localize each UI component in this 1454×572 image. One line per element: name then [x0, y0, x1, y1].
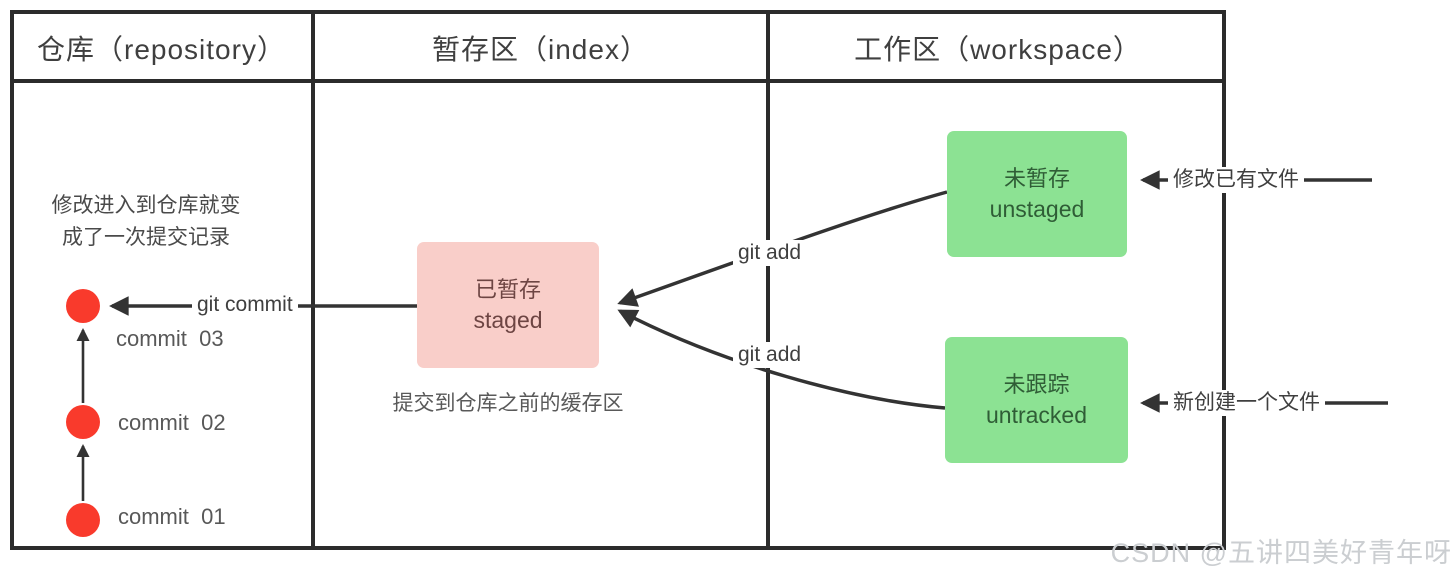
- unstaged-box: 未暂存 unstaged: [947, 131, 1127, 257]
- column-header-repository: 仓库（repository）: [37, 34, 286, 65]
- commit-01-dot: [66, 503, 100, 537]
- repository-note-line2: 成了一次提交记录: [62, 226, 230, 249]
- git-add-lower-label: git add: [733, 342, 807, 368]
- untracked-box: 未跟踪 untracked: [945, 337, 1128, 463]
- staged-box-subtitle: staged: [473, 307, 543, 333]
- column-header-index: 暂存区（index）: [432, 34, 649, 65]
- staged-box: 已暂存 staged: [417, 242, 599, 368]
- column-divider-repository-index: [311, 10, 315, 550]
- staged-box-title: 已暂存: [474, 277, 541, 302]
- column-header-workspace: 工作区（workspace）: [854, 34, 1142, 65]
- git-commit-label: git commit: [192, 292, 298, 318]
- create-new-file-label: 新创建一个文件: [1168, 390, 1325, 416]
- table-outer-border: [10, 10, 1226, 550]
- untracked-box-title: 未跟踪: [1003, 372, 1070, 397]
- staged-caption: 提交到仓库之前的缓存区: [392, 392, 624, 415]
- unstaged-box-subtitle: unstaged: [989, 196, 1085, 222]
- unstaged-box-title: 未暂存: [1003, 166, 1070, 191]
- commit-01-label: commit 01: [118, 504, 226, 529]
- csdn-watermark: CSDN @五讲四美好青年呀: [1110, 538, 1452, 568]
- modify-existing-file-label: 修改已有文件: [1168, 167, 1304, 193]
- commit-03-label: commit 03: [116, 326, 224, 351]
- repository-note-line1: 修改进入到仓库就变: [51, 194, 241, 217]
- untracked-box-subtitle: untracked: [985, 402, 1087, 428]
- git-add-upper-label: git add: [733, 240, 807, 266]
- header-divider-line: [10, 79, 1226, 83]
- commit-02-label: commit 02: [118, 410, 226, 435]
- commit-03-dot: [66, 289, 100, 323]
- commit-02-dot: [66, 405, 100, 439]
- repository-note: 修改进入到仓库就变 成了一次提交记录: [18, 190, 274, 254]
- column-divider-index-workspace: [766, 10, 770, 550]
